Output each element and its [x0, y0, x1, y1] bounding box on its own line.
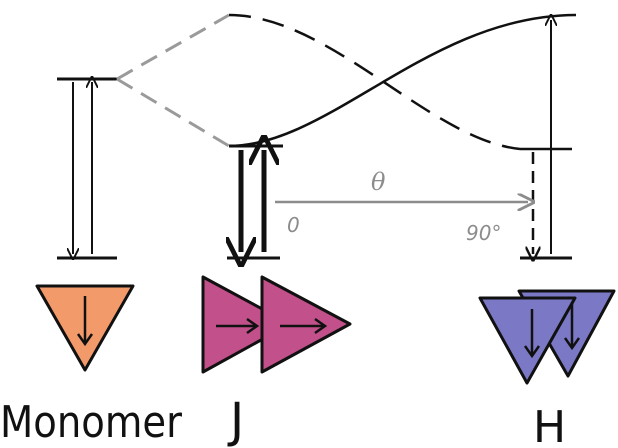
j-triangle-left [201, 275, 292, 374]
lower-state-curve-solid [228, 13, 577, 148]
monomer-label: Monomer [0, 397, 183, 448]
h-aggregate-label: H [533, 402, 566, 448]
angle-end-label: 90° [466, 221, 501, 245]
j-triangle-right [260, 275, 352, 374]
angle-start-label: 0 [287, 213, 300, 237]
h-triangle-front [478, 296, 577, 385]
angle-symbol: θ [371, 168, 386, 196]
upper-state-curve-dashed [228, 13, 521, 151]
j-aggregate-label: J [227, 393, 244, 448]
splitting-guide-upper [116, 13, 230, 81]
h-aggregate-dipoles [478, 289, 616, 385]
j-aggregate-dipoles [201, 275, 352, 374]
splitting-guide-lower [116, 77, 230, 148]
monomer-dipole-triangle [35, 284, 135, 372]
